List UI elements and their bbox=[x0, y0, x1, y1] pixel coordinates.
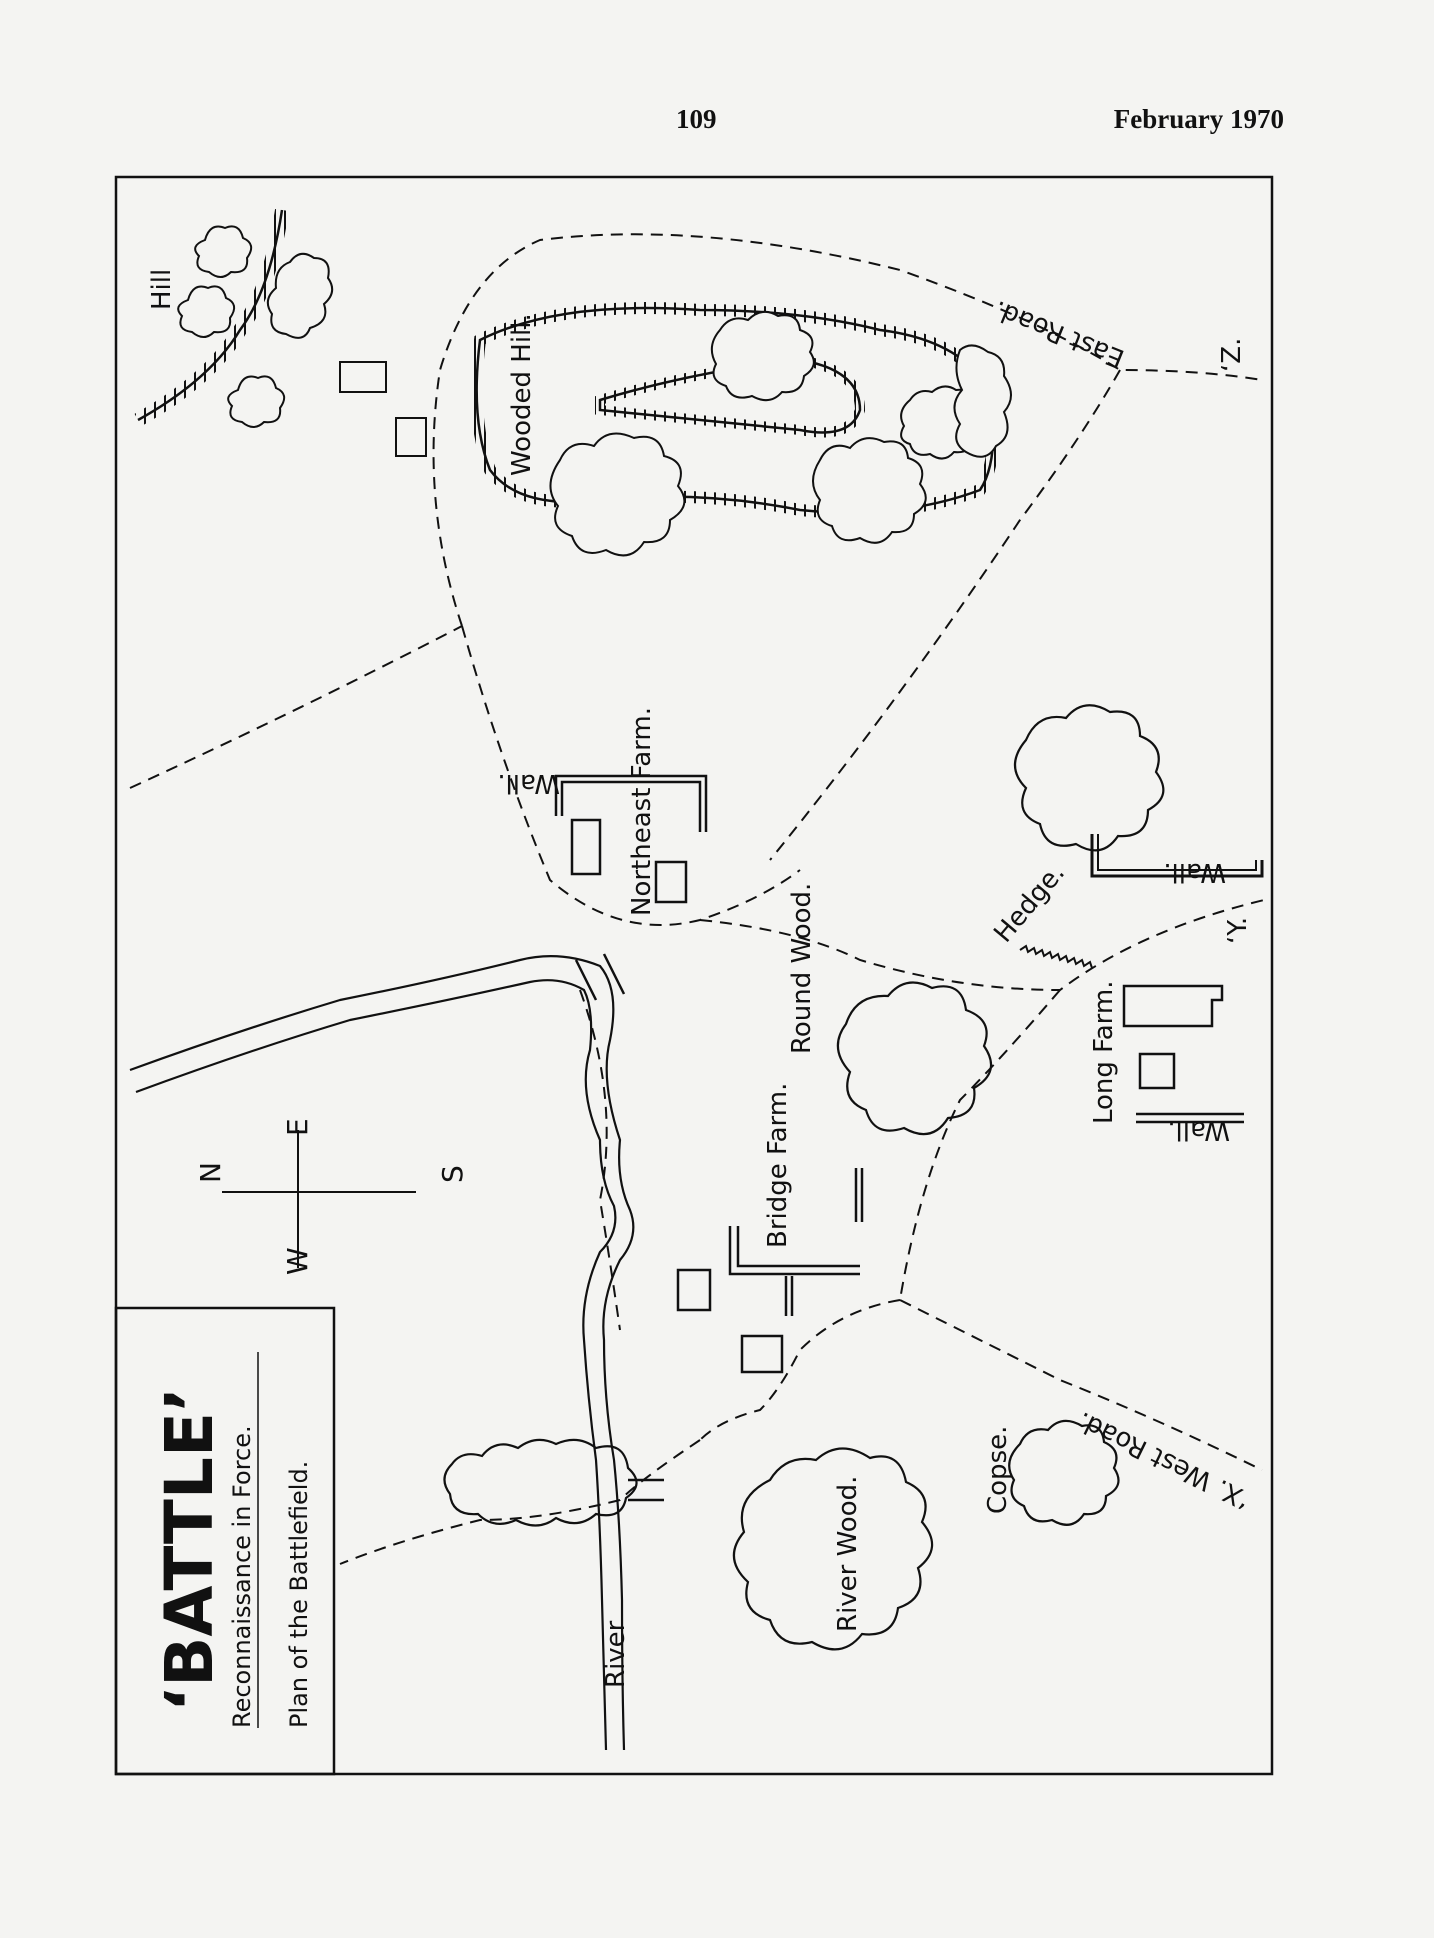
label-copse: Copse. bbox=[983, 1426, 1013, 1514]
compass-w: W bbox=[281, 1247, 314, 1275]
long-farm bbox=[1122, 984, 1244, 1124]
map-frame bbox=[114, 175, 1274, 1776]
label-bridge-farm: Bridge Farm. bbox=[763, 1083, 793, 1248]
compass-n: N bbox=[194, 1162, 227, 1183]
label-wall-e: Wall. bbox=[1163, 857, 1226, 887]
east-wall bbox=[1090, 834, 1264, 878]
title-box: ‘BATTLE’ Reconnaissance in Force. Plan o… bbox=[114, 1306, 336, 1776]
northeast-farm bbox=[554, 774, 708, 904]
label-wooded-hill: Wooded Hill. bbox=[507, 313, 537, 476]
compass-s: S bbox=[436, 1165, 469, 1183]
title-battle: ‘BATTLE’ bbox=[151, 1387, 228, 1712]
bridges bbox=[574, 953, 664, 1502]
label-round-wood: Round Wood. bbox=[787, 883, 817, 1054]
label-long-farm: Long Farm. bbox=[1089, 980, 1119, 1124]
label-wall-se: Wall. bbox=[1167, 1115, 1230, 1145]
bridge-farm bbox=[676, 1168, 864, 1374]
east-tree bbox=[1013, 704, 1165, 852]
hedge bbox=[1019, 944, 1093, 969]
compass-rose bbox=[222, 1130, 416, 1268]
copse-tree bbox=[1008, 1419, 1120, 1526]
hut-2 bbox=[395, 417, 427, 457]
round-wood-tree bbox=[836, 981, 993, 1136]
roads-and-boundaries bbox=[129, 233, 1265, 1565]
label-wall-ne: Wall. bbox=[497, 768, 560, 798]
river-left-wood bbox=[443, 1438, 638, 1527]
label-river-wood: River Wood. bbox=[833, 1476, 863, 1632]
hill-ridge bbox=[134, 208, 289, 427]
title-plan: Plan of the Battlefield. bbox=[285, 1461, 313, 1728]
label-northeast-farm: Northeast Farm. bbox=[627, 707, 657, 916]
page-date: February 1970 bbox=[1113, 104, 1284, 134]
label-z: ‘Z. bbox=[1217, 338, 1247, 372]
river-wood-tree bbox=[732, 1447, 934, 1651]
hill-trees bbox=[177, 225, 334, 428]
wooded-hill-trees bbox=[549, 310, 1012, 557]
compass-e: E bbox=[281, 1118, 314, 1136]
river bbox=[129, 955, 635, 1751]
title-subtitle: Reconnaissance in Force. bbox=[228, 1425, 256, 1728]
label-y: ‘Y. bbox=[1223, 917, 1253, 944]
label-hill: Hill bbox=[147, 269, 177, 310]
label-river: River bbox=[601, 1620, 631, 1688]
page-number: 109 bbox=[676, 104, 717, 134]
hut-1 bbox=[339, 361, 387, 393]
